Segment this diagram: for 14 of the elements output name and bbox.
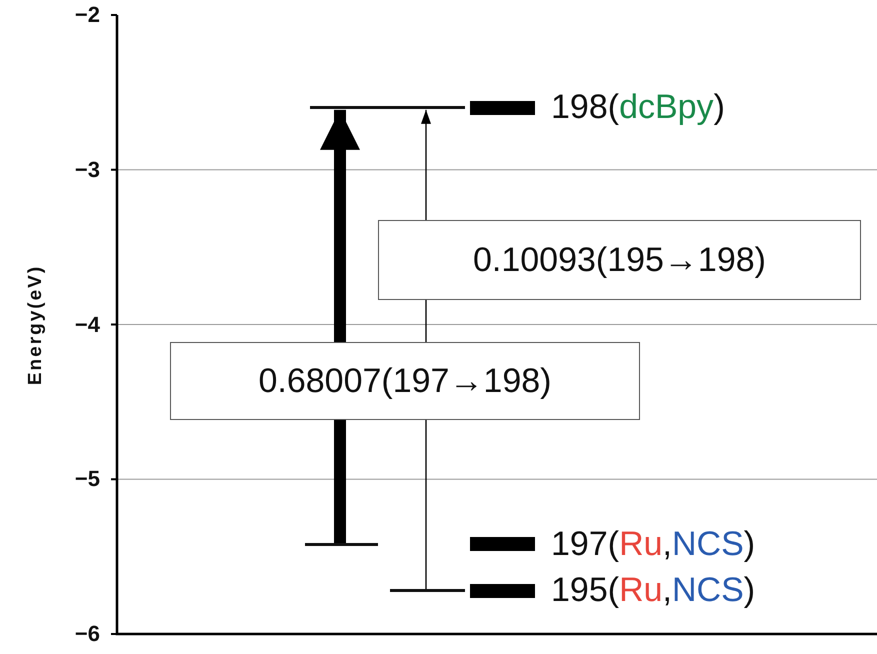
axis-title: Energy(eV) [25,264,47,386]
tick-label: −6 [74,621,100,647]
tick-label: −5 [74,466,100,492]
energy-level-line [310,106,465,110]
edge-label: 0.68007(197→198) [170,342,640,420]
tick-label: −4 [74,312,100,338]
tick-label: −3 [74,156,100,183]
edge-label: 0.10093(195→198) [378,220,861,300]
energy-level-line [305,542,378,546]
level-label: 197(Ru,NCS) [551,524,756,564]
level-label: 195(Ru,NCS) [551,571,756,610]
tick-label: −2 [74,2,100,28]
level-label: 198(dcBpy) [551,88,725,128]
energy-level-line [390,589,465,592]
